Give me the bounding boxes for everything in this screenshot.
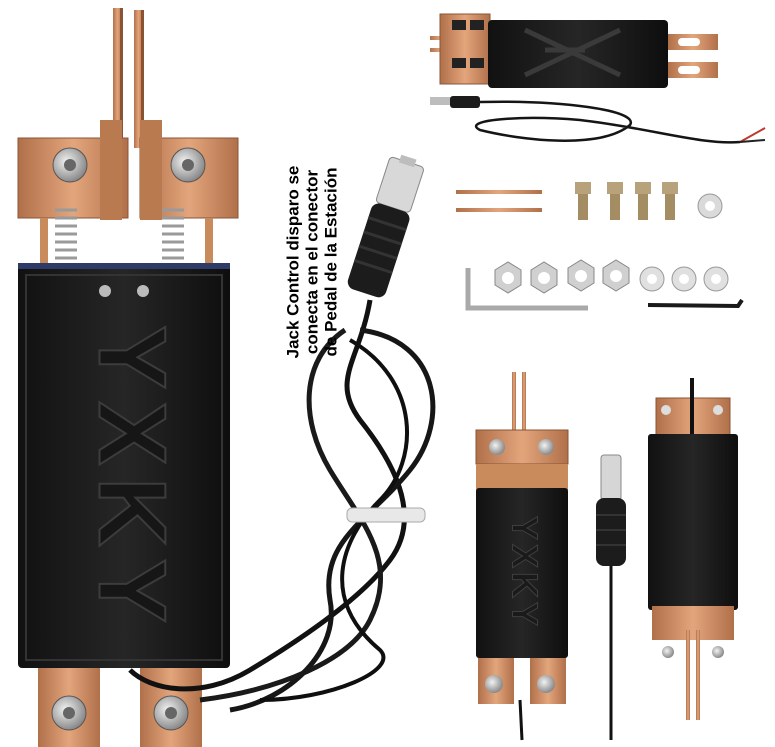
main-welding-pen: YXKY	[17, 8, 239, 747]
nuts-washers	[494, 259, 729, 294]
annotation-line-3: de Pedal de la Estación	[321, 167, 341, 357]
small-pen-front: YXKY	[475, 372, 569, 741]
pen-body	[18, 263, 230, 668]
svg-text:YXKY: YXKY	[79, 325, 186, 634]
annotation-text: Jack Control disparo se conecta en el co…	[284, 142, 341, 382]
spring-right	[162, 208, 184, 260]
hex-keys	[465, 268, 744, 311]
probe-rod-left	[113, 8, 122, 148]
trigger-cable	[128, 154, 436, 713]
annotation-line-1: Jack Control disparo se	[283, 165, 303, 359]
small-dc-plug	[596, 454, 626, 740]
small-pen-rear	[648, 378, 738, 720]
cable-tie	[346, 507, 426, 523]
top-pen	[430, 13, 718, 88]
spring-left	[55, 208, 77, 260]
logo-emboss: YXKY	[78, 324, 187, 635]
spare-probes	[456, 190, 542, 212]
brass-screws	[575, 182, 723, 220]
annotation-line-2: conecta en el conector	[302, 169, 322, 355]
top-cable	[430, 96, 766, 144]
svg-text:YXKY: YXKY	[504, 516, 545, 630]
annotation-label: Jack Control disparo se conecta en el co…	[272, 142, 352, 382]
dc-plug-body	[347, 203, 410, 298]
probe-rod-right	[134, 10, 143, 148]
